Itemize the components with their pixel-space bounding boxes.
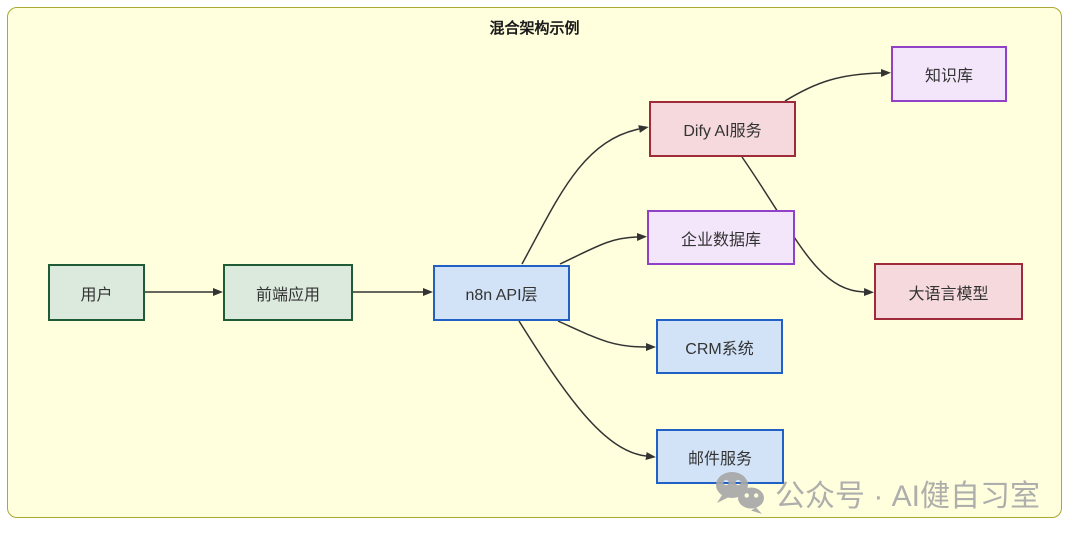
node-label-llm: 大语言模型 [908, 285, 989, 303]
node-db: 企业数据库 [647, 210, 795, 265]
watermark-text: 公众号 · AI健自习室 [775, 480, 1041, 513]
node-label-user: 用户 [80, 286, 113, 304]
node-frontend: 前端应用 [223, 264, 353, 321]
edge-n8n-dify [521, 125, 649, 265]
node-label-kb: 知识库 [924, 68, 973, 85]
diagram-title: 混合架构示例 [489, 20, 580, 37]
watermark: 公众号 · AI健自习室 [714, 468, 1040, 518]
node-label-mail: 邮件服务 [687, 450, 752, 468]
node-label-n8n: n8n API层 [465, 287, 538, 304]
node-llm: 大语言模型 [874, 263, 1023, 320]
edge-dify-llm [741, 156, 874, 296]
node-n8n: n8n API层 [433, 265, 570, 321]
diagram-canvas: 混合架构示例 [7, 7, 1062, 518]
edge-n8n-crm [557, 320, 656, 351]
edge-n8n-mail [518, 320, 656, 460]
node-label-frontend: 前端应用 [255, 286, 320, 304]
edge-dify-kb [784, 69, 891, 102]
edge-n8n-db [559, 233, 647, 265]
node-kb: 知识库 [891, 46, 1007, 102]
node-label-crm: CRM系统 [685, 340, 754, 358]
node-dify: Dify AI服务 [649, 101, 796, 157]
node-user: 用户 [48, 264, 145, 321]
node-crm: CRM系统 [656, 319, 783, 374]
node-label-db: 企业数据库 [680, 231, 761, 249]
node-mail: 邮件服务 [656, 429, 784, 484]
node-label-dify: Dify AI服务 [683, 123, 762, 140]
wechat-icon [716, 472, 764, 514]
